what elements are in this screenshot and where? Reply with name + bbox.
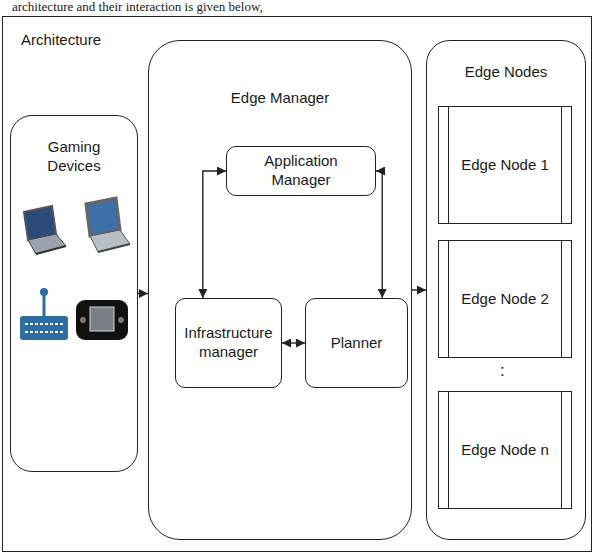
box-label: Edge Node 2 [461,290,549,309]
group-title: Gaming Devices [34,138,114,176]
laptop-edge [36,246,66,254]
handheld-icon [76,300,128,340]
box-label: Application Manager [235,152,367,190]
outer-frame: ArchitectureGaming Devices Edge ManagerAp… [2,16,592,552]
controller-keys [25,331,63,333]
connector-arrow [203,171,226,298]
laptop-icon [24,206,66,254]
group-title: Edge Nodes [427,63,585,82]
box-label: Edge Node 1 [461,156,549,175]
component-box: Planner [305,298,408,388]
connector-arrow [138,293,148,294]
laptop-icon [86,198,130,252]
handheld-screen [90,307,114,331]
joystick-knob [40,288,48,296]
handheld-body [76,300,128,340]
process-box: Edge Node 2 [438,240,572,358]
controller-keys [25,323,63,325]
group-title: Edge Manager [149,89,411,108]
box-label: Planner [331,334,383,353]
group-title: Architecture [21,31,591,50]
connector-arrow [282,342,305,343]
connector-arrow [412,289,426,290]
handheld-button [80,317,86,323]
laptop-base [90,230,130,252]
handheld-button [118,317,124,323]
group-box: Gaming Devices [10,115,138,472]
laptop-edge [98,244,130,252]
controller-icon [20,288,68,340]
group-box: Edge ManagerApplication ManagerInfrastru… [148,40,412,540]
laptop-base [28,234,66,254]
box-label: Infrastructure manager [184,324,273,362]
controller-body [20,316,68,340]
component-box: Infrastructure manager [175,298,282,388]
connector-arrow [376,171,382,298]
group-box: Edge NodesEdge Node 1 Edge Node 2 Edge Nod… [426,40,586,540]
process-box: Edge Node 1 [438,106,572,224]
process-box: Edge Node n [438,391,572,509]
ellipsis-mark: : [500,362,505,381]
caption-fragment: architecture and their interaction is gi… [12,0,263,14]
box-label: Edge Node n [461,441,549,460]
laptop-screen [86,198,120,236]
component-box: Application Manager [226,146,376,196]
